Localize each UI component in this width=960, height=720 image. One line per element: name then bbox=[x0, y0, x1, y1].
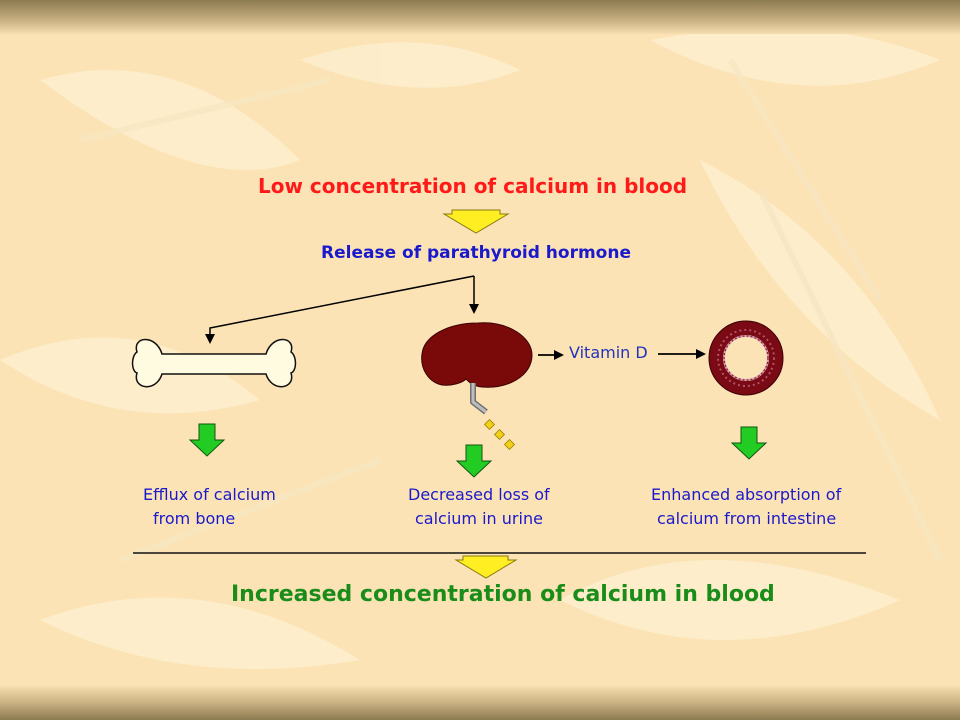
bone-outcome-line2: from bone bbox=[153, 509, 236, 528]
bone-outcome-line1: Efflux of calcium bbox=[143, 485, 276, 504]
low-calcium-title: Low concentration of calcium in blood bbox=[258, 174, 688, 198]
kidney-outcome-line2: calcium in urine bbox=[415, 509, 543, 528]
intestine-icon bbox=[708, 320, 784, 396]
increased-calcium-title: Increased concentration of calcium in bl… bbox=[231, 582, 775, 607]
kidney-outcome-label: Decreased loss of calcium in urine bbox=[408, 483, 550, 531]
intestine-outcome-label: Enhanced absorption of calcium from inte… bbox=[651, 483, 841, 531]
kidney-outcome-line1: Decreased loss of bbox=[408, 485, 550, 504]
vitamin-d-label: Vitamin D bbox=[569, 343, 648, 362]
kidney-icon bbox=[421, 322, 533, 451]
intestine-outcome-line2: calcium from intestine bbox=[657, 509, 837, 528]
yellow-arrow-top bbox=[442, 209, 510, 234]
intestine-outcome-line1: Enhanced absorption of bbox=[651, 485, 842, 504]
yellow-arrow-bottom bbox=[454, 555, 518, 579]
hormone-arrow-to-bone bbox=[205, 275, 475, 344]
green-arrow-intestine bbox=[730, 426, 768, 460]
bone-icon bbox=[131, 338, 297, 388]
bone-outcome-label: Efflux of calcium from bone bbox=[143, 483, 276, 531]
green-arrow-bone bbox=[188, 423, 226, 457]
parathyroid-hormone-label: Release of parathyroid hormone bbox=[321, 243, 631, 263]
green-arrow-kidney bbox=[455, 444, 493, 478]
